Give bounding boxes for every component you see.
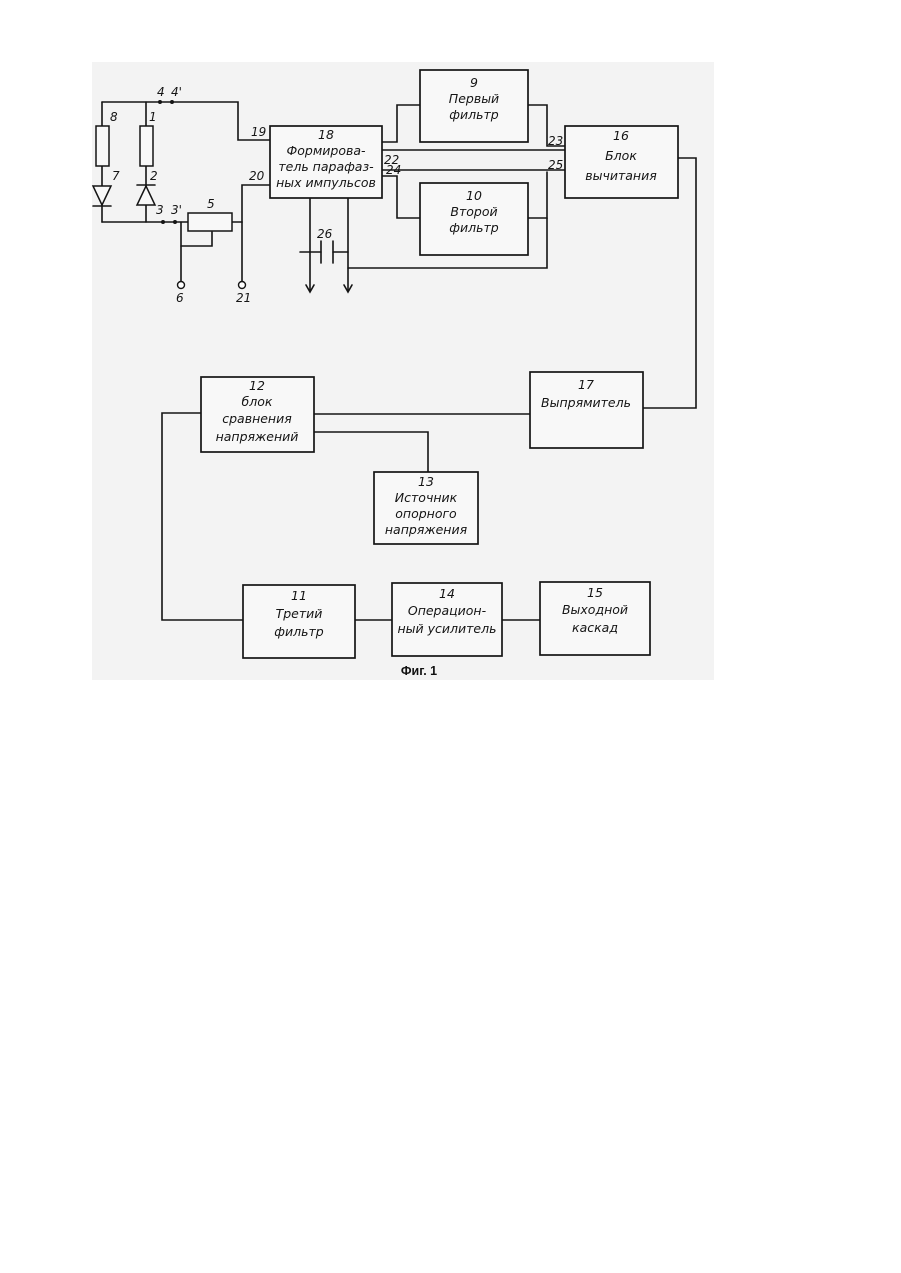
label-7: 7 bbox=[112, 169, 120, 183]
label-19: 19 bbox=[251, 125, 266, 139]
label-23: 23 bbox=[548, 134, 563, 148]
block-13-line-2: опорного bbox=[395, 506, 457, 521]
block-11: 11 Третий фильтр bbox=[243, 585, 355, 658]
block-15-number: 15 bbox=[587, 585, 603, 600]
block-12-line-2: сравнения bbox=[222, 411, 292, 426]
block-11-number: 11 bbox=[291, 588, 307, 603]
block-12-line-1: блок bbox=[242, 394, 273, 409]
junction-4p bbox=[170, 100, 174, 104]
block-9: 9 Первый фильтр bbox=[420, 70, 528, 142]
label-2: 2 bbox=[150, 169, 158, 183]
terminal-21 bbox=[239, 282, 246, 289]
block-16-line-2: вычитания bbox=[585, 168, 657, 183]
diode-2-icon bbox=[137, 186, 155, 205]
label-3: 3 bbox=[156, 203, 164, 217]
junction-3 bbox=[161, 220, 165, 224]
wire-10-out bbox=[528, 172, 547, 218]
block-14-line-1: Операцион- bbox=[408, 603, 487, 618]
block-17: 17 Выпрямитель bbox=[530, 372, 643, 448]
label-20: 20 bbox=[249, 169, 265, 183]
block-13-number: 13 bbox=[418, 474, 434, 489]
label-6: 6 bbox=[176, 291, 184, 305]
wire-18-to-10 bbox=[382, 176, 420, 218]
label-3p: 3' bbox=[171, 203, 182, 217]
label-5: 5 bbox=[207, 197, 215, 211]
block-11-line-2: фильтр bbox=[274, 624, 323, 639]
label-25: 25 bbox=[548, 158, 563, 172]
block-11-line-1: Третий bbox=[276, 606, 323, 621]
block-14-number: 14 bbox=[439, 586, 455, 601]
block-18: 18 Формирова- тель парафаз- ных импульсо… bbox=[270, 126, 382, 198]
resistor-8 bbox=[96, 126, 109, 166]
block-10-line-1: Второй bbox=[450, 204, 497, 219]
label-24: 24 bbox=[386, 163, 401, 177]
wire-to-20 bbox=[242, 185, 270, 222]
block-15-line-1: Выходной bbox=[562, 602, 628, 617]
wire-wiper bbox=[181, 232, 212, 246]
block-16: 16 Блок вычитания bbox=[565, 126, 678, 198]
block-17-line-1: Выпрямитель bbox=[541, 395, 631, 410]
block-18-number: 18 bbox=[318, 127, 334, 142]
block-12-number: 12 bbox=[249, 378, 265, 393]
block-14: 14 Операцион- ный усилитель bbox=[392, 583, 502, 656]
wire-13-to-12 bbox=[314, 432, 428, 472]
junction-4 bbox=[158, 100, 162, 104]
diode-7-icon bbox=[93, 186, 111, 205]
wire-18-to-9 bbox=[382, 105, 420, 142]
block-16-number: 16 bbox=[613, 128, 629, 143]
block-10-number: 10 bbox=[466, 188, 482, 203]
block-18-line-3: ных импульсов bbox=[276, 175, 376, 190]
block-9-number: 9 bbox=[470, 75, 478, 90]
block-12: 12 блок сравнения напряжений bbox=[201, 377, 314, 452]
block-10-line-2: фильтр bbox=[449, 220, 498, 235]
block-13-line-3: напряжения bbox=[385, 522, 468, 537]
figure-caption: Фиг. 1 bbox=[401, 664, 437, 678]
block-9-line-1: Первый bbox=[449, 91, 499, 106]
label-1: 1 bbox=[149, 110, 157, 124]
block-13-line-1: Источник bbox=[395, 490, 458, 505]
label-8: 8 bbox=[110, 110, 118, 124]
block-16-line-1: Блок bbox=[605, 148, 637, 163]
block-12-line-3: напряжений bbox=[216, 429, 299, 444]
label-26: 26 bbox=[317, 227, 333, 241]
junction-3p bbox=[173, 220, 177, 224]
block-13: 13 Источник опорного напряжения bbox=[374, 472, 478, 544]
resistor-1 bbox=[140, 126, 153, 166]
block-15: 15 Выходной каскад bbox=[540, 582, 650, 655]
block-14-line-2: ный усилитель bbox=[398, 621, 497, 636]
label-4: 4 bbox=[157, 85, 165, 99]
block-15-line-2: каскад bbox=[572, 620, 618, 635]
label-4p: 4' bbox=[171, 85, 182, 99]
terminal-6 bbox=[178, 282, 185, 289]
block-10: 10 Второй фильтр bbox=[420, 183, 528, 255]
sensor-components bbox=[93, 100, 246, 289]
label-21: 21 bbox=[236, 291, 251, 305]
block-9-line-2: фильтр bbox=[449, 107, 498, 122]
wire-top-rail bbox=[102, 102, 270, 140]
block-17-number: 17 bbox=[578, 377, 594, 392]
potentiometer-5 bbox=[188, 213, 232, 231]
block-18-line-2: тель парафаз- bbox=[278, 159, 374, 174]
block-18-line-1: Формирова- bbox=[286, 143, 366, 158]
